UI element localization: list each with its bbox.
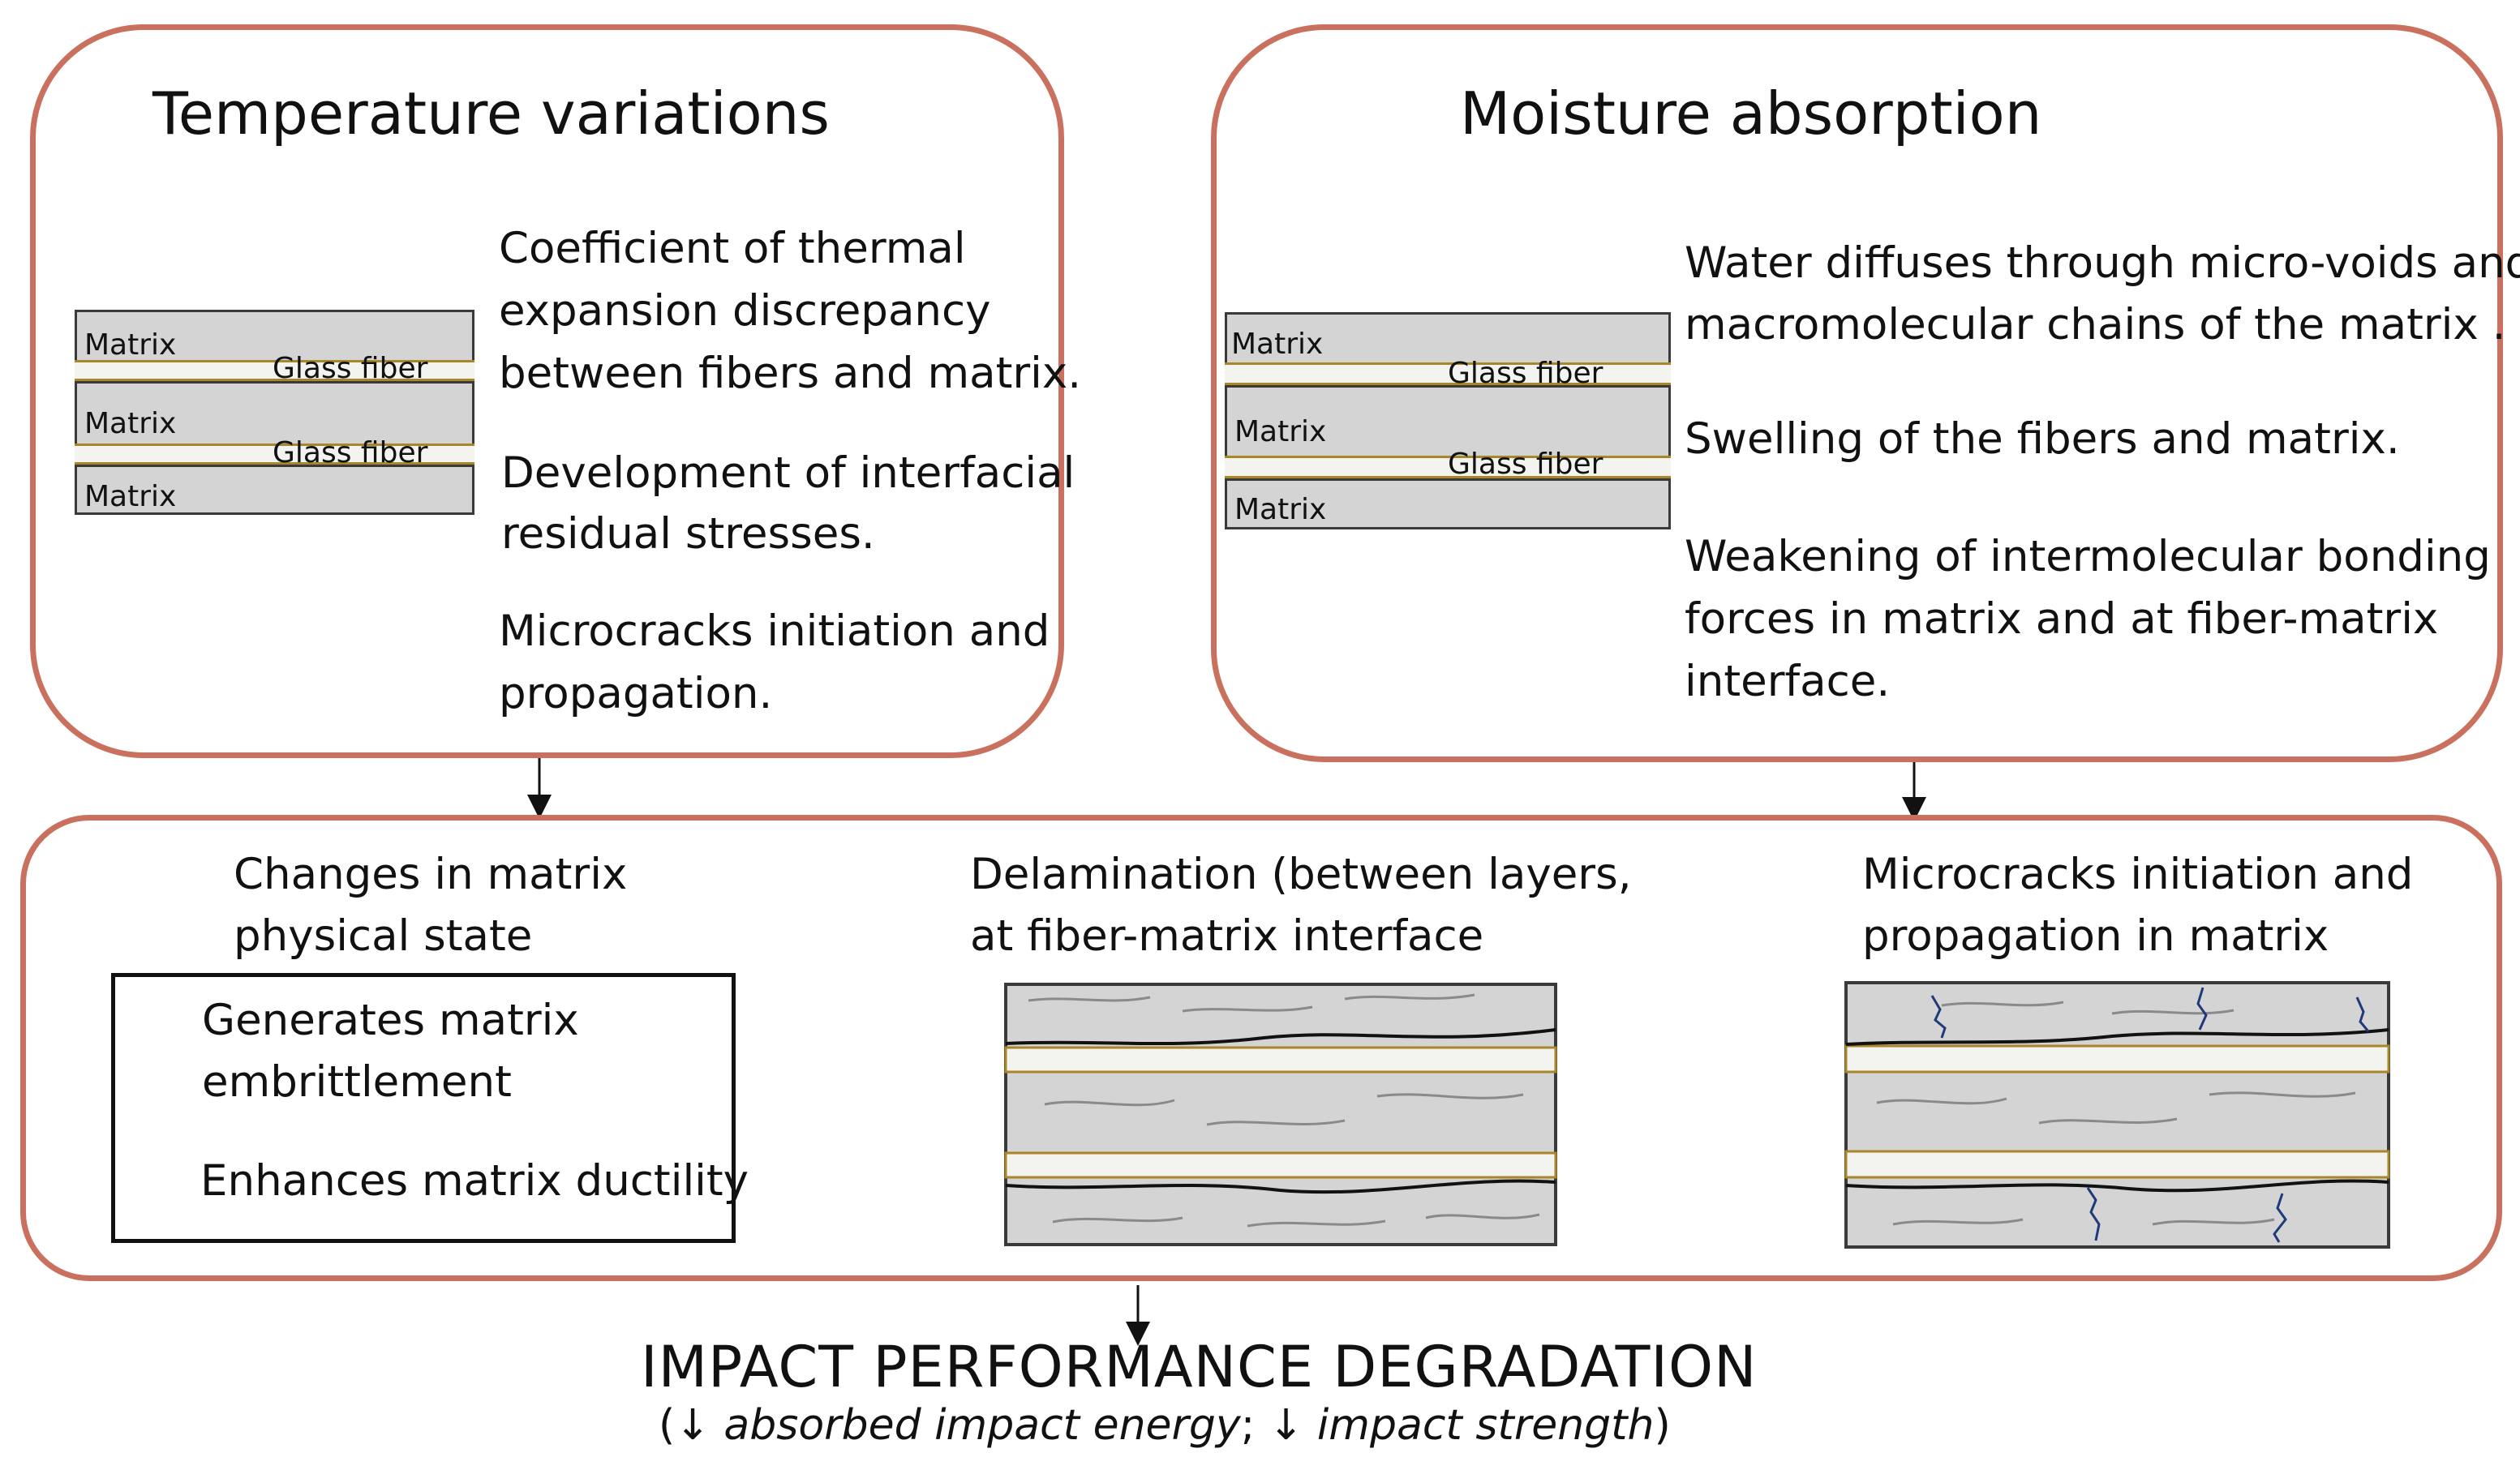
temp-step-text: residual stresses. — [501, 509, 875, 559]
fiber-label: Glass fiber — [273, 436, 428, 469]
moist-step-text: interface. — [1685, 657, 1891, 706]
temp-step-text: Microcracks initiation and — [499, 606, 1050, 656]
matrix-label: Matrix — [1234, 415, 1327, 448]
glass-fiber-layer — [75, 360, 474, 381]
matrix-layer — [75, 465, 474, 515]
moist-step-text: macromolecular chains of the matrix . — [1685, 300, 2506, 349]
cold-effect-text: Generates matrix — [202, 996, 579, 1045]
delamination-illustration — [1004, 983, 1557, 1246]
result-separator: ; — [1240, 1401, 1256, 1450]
matrix-layer — [1225, 478, 1671, 529]
absorbed-energy-text: absorbed impact energy — [723, 1401, 1241, 1450]
matrix-layer — [75, 381, 474, 446]
temp-step-text: expansion discrepancy — [499, 286, 991, 336]
moist-step-text: Weakening of intermolecular bonding — [1685, 532, 2491, 581]
physical-state-box — [111, 973, 736, 1243]
temp-step-text: propagation. — [499, 669, 773, 718]
matrix-label: Matrix — [84, 407, 177, 440]
impact-strength-text: impact strength — [1316, 1401, 1655, 1450]
moist-step-text: Swelling of the fibers and matrix. — [1685, 414, 2400, 464]
matrix-layer — [75, 310, 474, 362]
glass-fiber-layer — [75, 444, 474, 465]
temperature-title: Temperature variations — [152, 79, 830, 148]
moist-step-text: Water diffuses through micro-voids and — [1685, 238, 2520, 288]
temp-step-text: Coefficient of thermal — [499, 224, 966, 273]
effect-physical-state-title: Changes in matrix — [234, 850, 628, 899]
effect-microcracks-title: propagation in matrix — [1862, 911, 2329, 961]
effect-delamination-title: Delamination (between layers, — [970, 850, 1632, 899]
fiber-label: Glass fiber — [1448, 357, 1603, 390]
matrix-label: Matrix — [84, 480, 177, 513]
fiber-label: Glass fiber — [273, 352, 428, 385]
result-subtitle: (↓ absorbed impact energy; ↓ impact stre… — [659, 1401, 1671, 1450]
result-close-paren: ) — [1654, 1401, 1671, 1450]
moist-step-text: forces in matrix and at fiber-matrix — [1685, 594, 2439, 644]
temp-step-text: between fibers and matrix. — [499, 349, 1082, 398]
matrix-label: Matrix — [84, 328, 177, 362]
effect-microcracks-title: Microcracks initiation and — [1862, 850, 2414, 899]
result-open-paren: ( — [659, 1401, 676, 1450]
moisture-title: Moisture absorption — [1460, 79, 2042, 148]
matrix-label: Matrix — [1231, 328, 1324, 361]
effect-physical-state-title: physical state — [234, 911, 533, 961]
temp-step-text: Development of interfacial — [501, 448, 1075, 498]
fiber-label: Glass fiber — [1448, 448, 1603, 481]
down-arrow-icon: ↓ — [1268, 1401, 1304, 1450]
microcracks-illustration — [1844, 981, 2390, 1249]
result-title: IMPACT PERFORMANCE DEGRADATION — [641, 1334, 1758, 1400]
matrix-label: Matrix — [1234, 493, 1327, 526]
cold-effect-text: embrittlement — [202, 1057, 512, 1107]
glass-fiber-layer — [1225, 362, 1671, 385]
hot-effect-text: Enhances matrix ductility — [200, 1156, 749, 1206]
down-arrow-icon: ↓ — [675, 1401, 710, 1450]
effect-delamination-title: at fiber-matrix interface — [970, 911, 1484, 961]
glass-fiber-layer — [1225, 456, 1671, 478]
